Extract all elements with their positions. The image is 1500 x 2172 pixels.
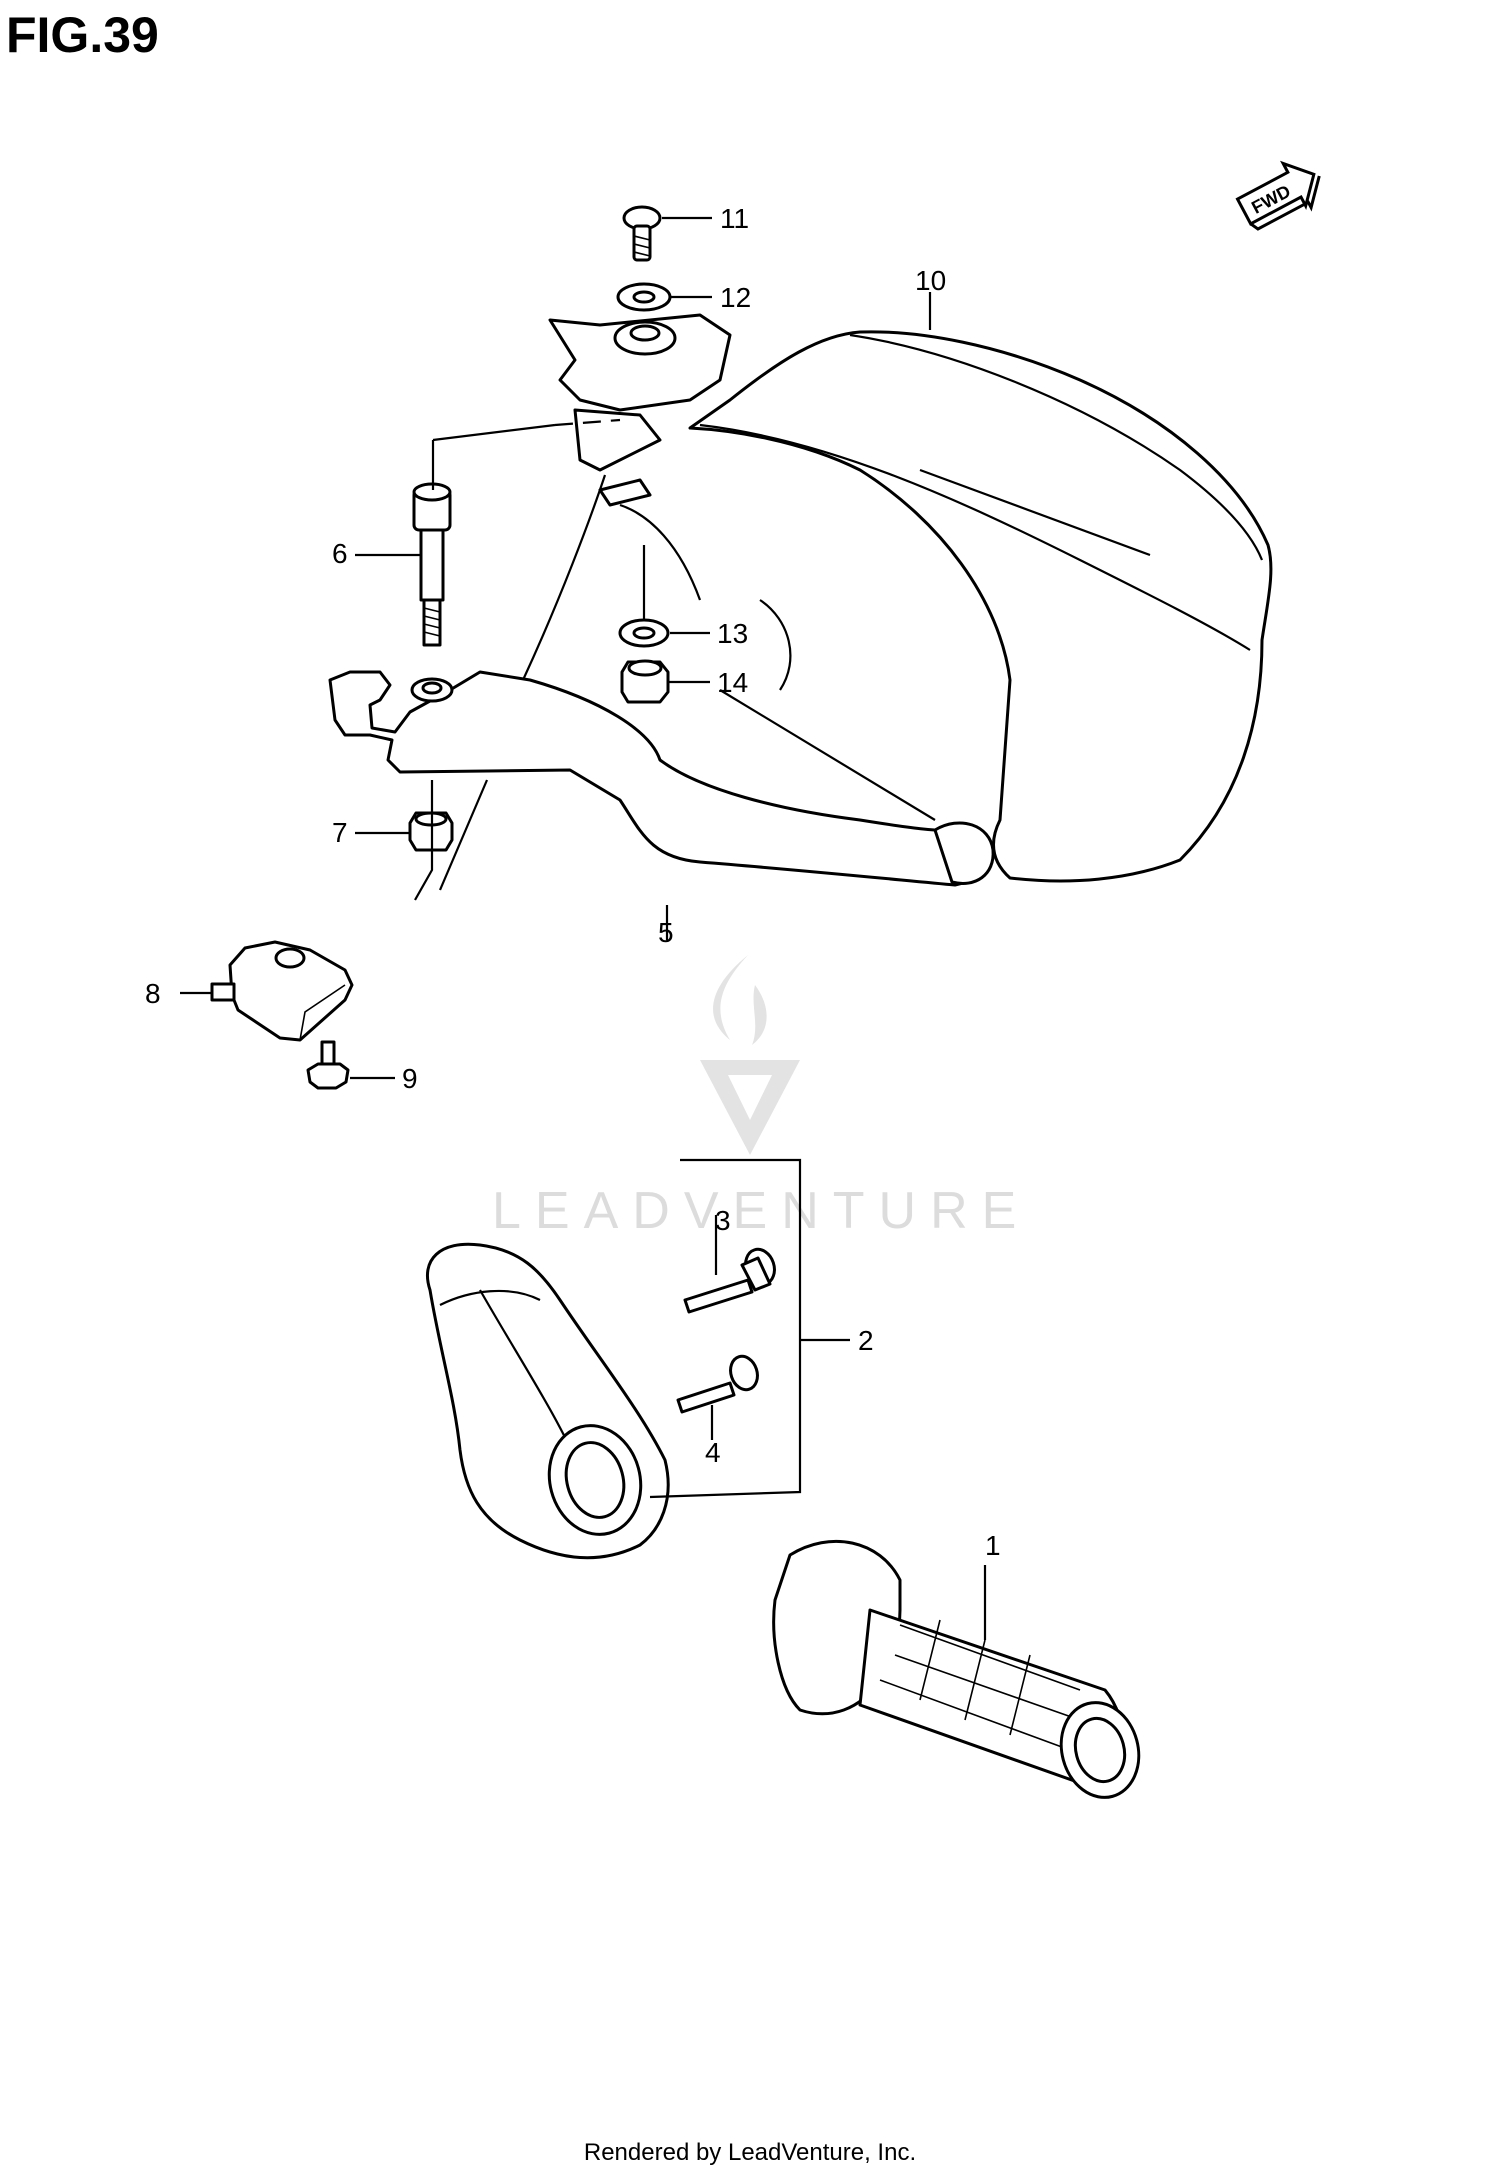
footer-text: Rendered by LeadVenture, Inc.	[584, 2139, 916, 2166]
callout-7: 7	[332, 817, 348, 848]
callout-8: 8	[145, 978, 161, 1009]
screw-3	[683, 1247, 776, 1314]
screw-9	[306, 1040, 350, 1090]
callout-10: 10	[915, 265, 946, 296]
callout-12: 12	[720, 282, 751, 313]
callout-11: 11	[720, 203, 749, 234]
clutch-lever-5	[328, 670, 995, 887]
nut-14	[620, 659, 670, 704]
callout-4: 4	[705, 1437, 721, 1468]
leader-lines	[180, 216, 987, 1640]
callout-9: 9	[402, 1063, 418, 1094]
screw-11	[622, 205, 662, 262]
callout-6: 6	[332, 538, 348, 569]
callout-1: 1	[985, 1530, 1001, 1561]
callout-13: 13	[717, 618, 748, 649]
screw-4	[676, 1354, 759, 1414]
bolt-6	[412, 482, 452, 647]
figure-title: FIG.39	[6, 7, 159, 63]
washer-13	[618, 618, 670, 648]
callout-14: 14	[717, 667, 748, 698]
throttle-housing-2	[425, 1242, 670, 1560]
washer-12	[616, 282, 672, 312]
callout-2: 2	[858, 1325, 874, 1356]
watermark-text: LEADVENTURE	[492, 1182, 1030, 1240]
leadventure-logo-icon	[700, 955, 800, 1155]
fwd-arrow-icon: FWD	[1235, 160, 1321, 231]
lever-bracket	[548, 313, 732, 507]
hand-guard	[688, 330, 1273, 883]
grip-1	[772, 1539, 1141, 1799]
callout-3: 3	[715, 1205, 731, 1236]
callout-5: 5	[658, 917, 674, 948]
clutch-switch-8	[210, 940, 354, 1042]
